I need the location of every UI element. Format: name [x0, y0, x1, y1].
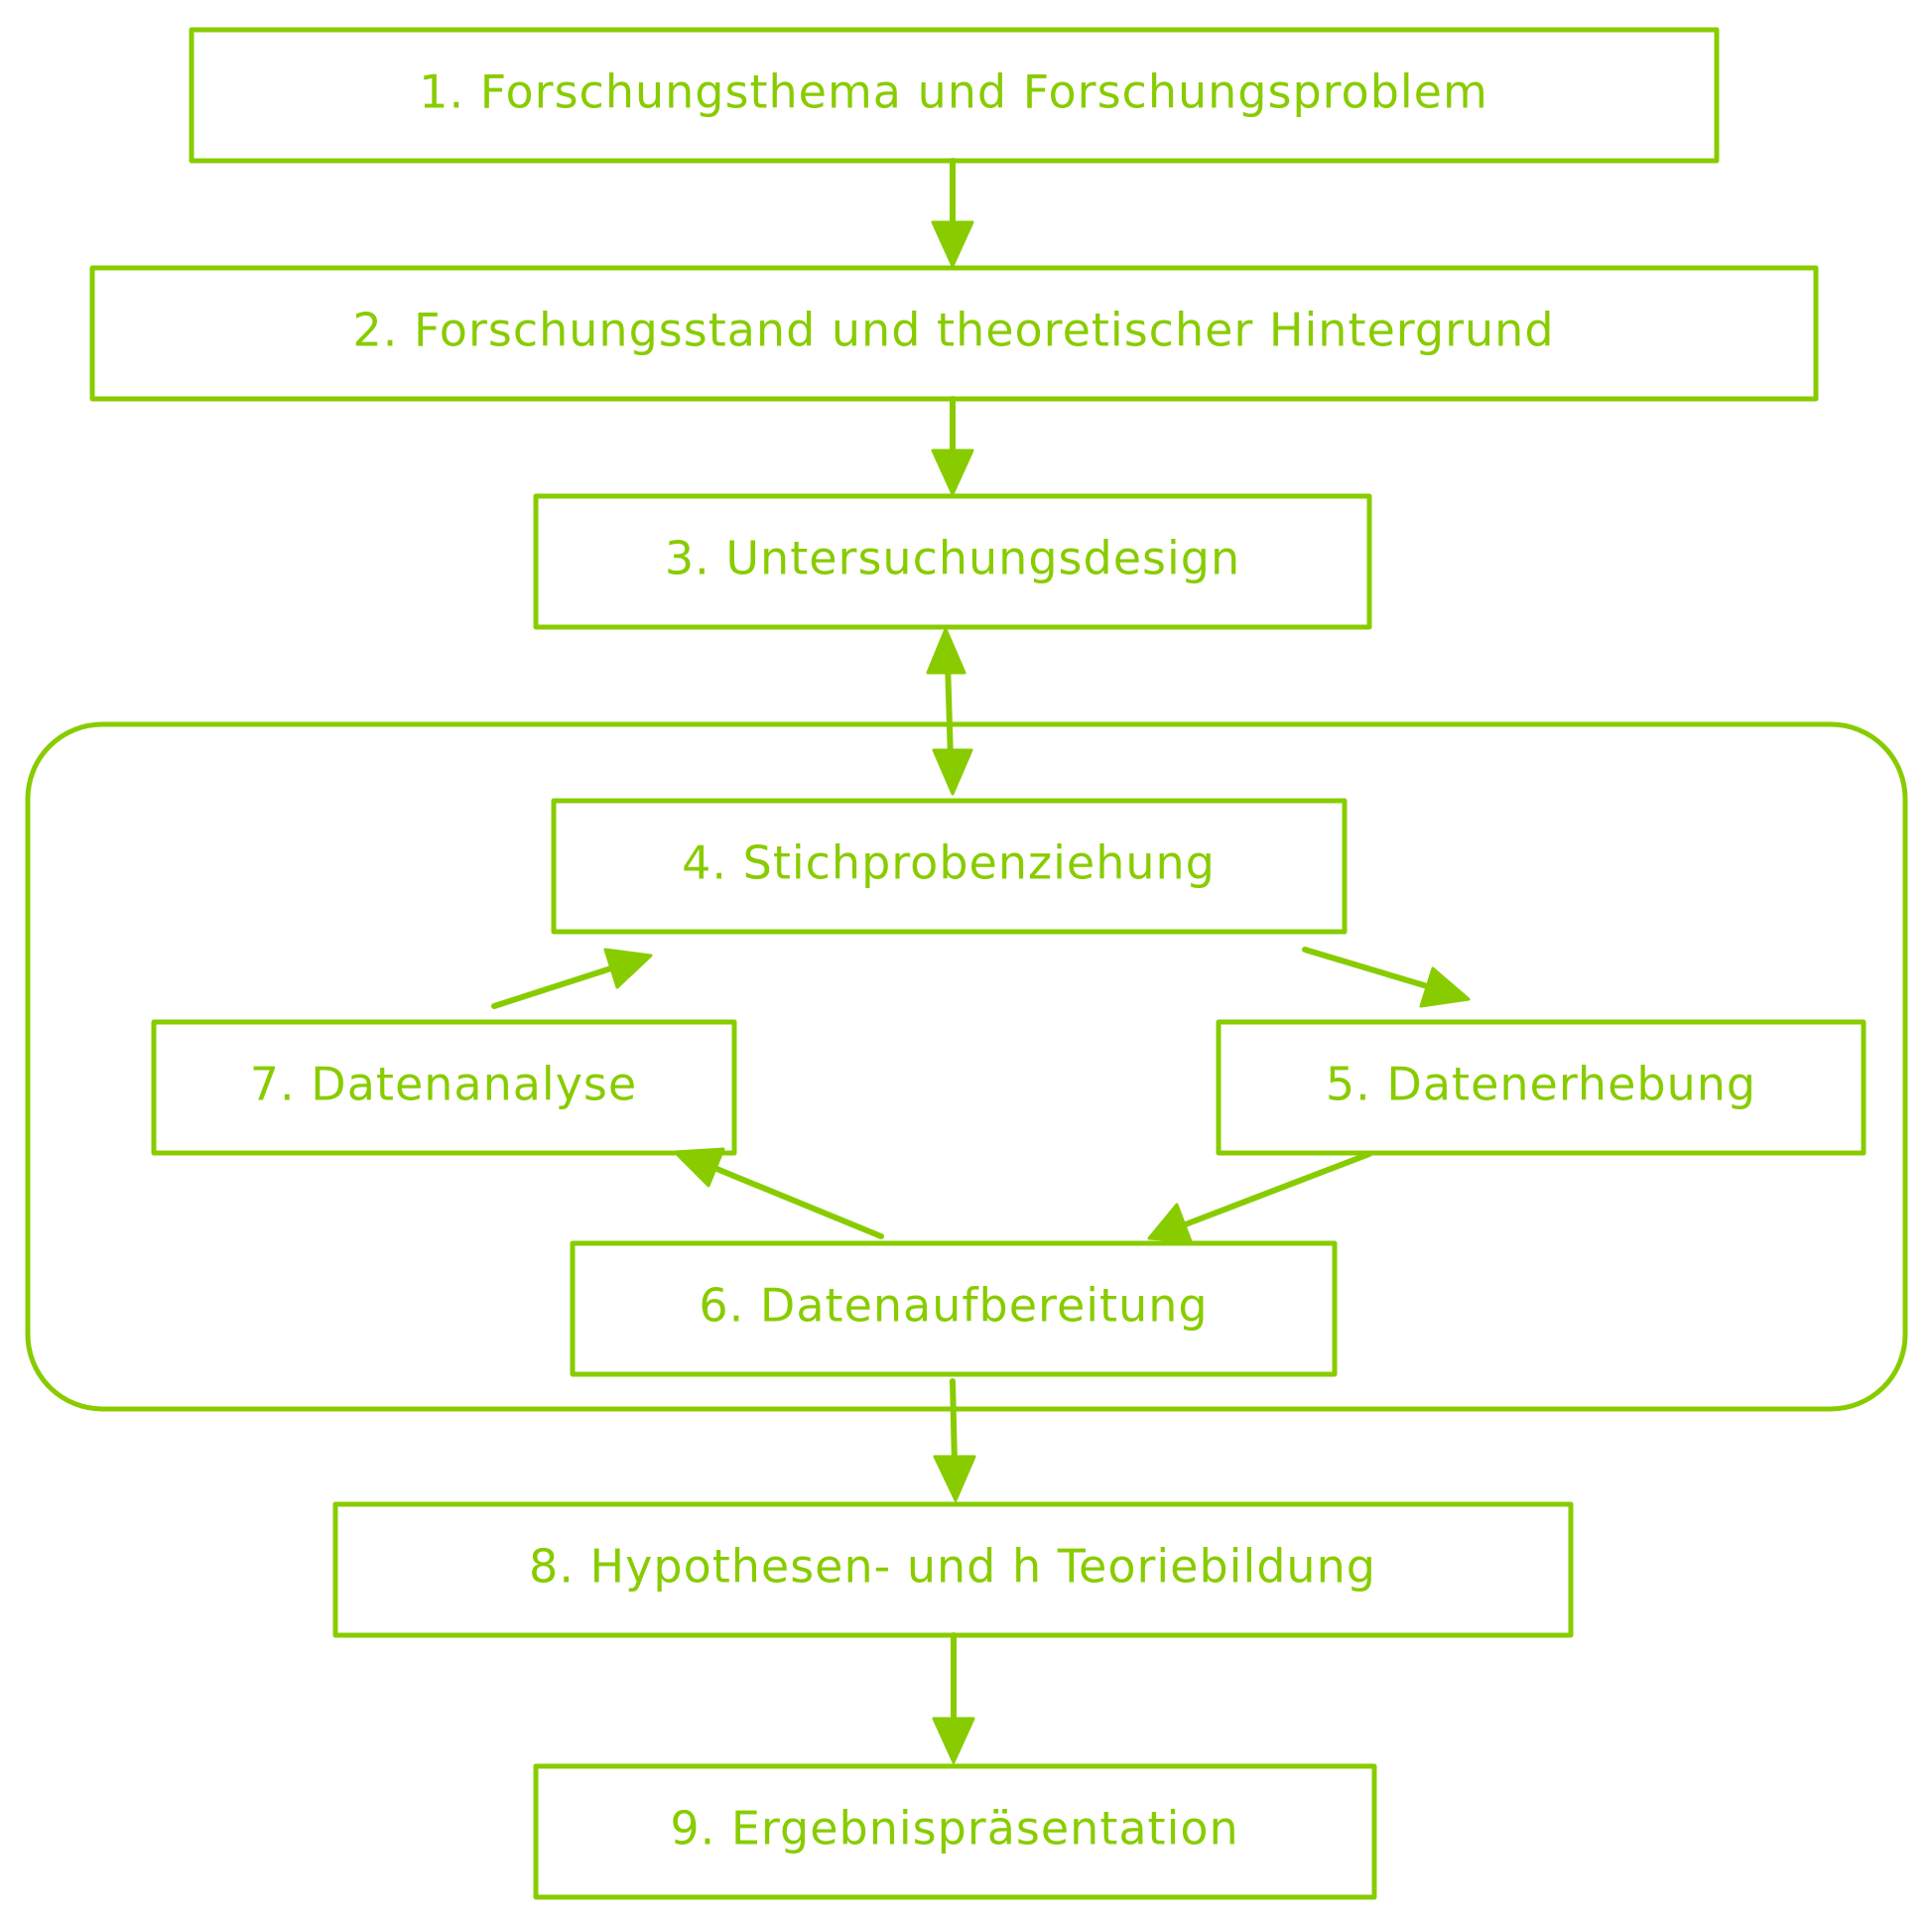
step-box-3-frame: [533, 493, 1372, 630]
arrow-6-to-7: [673, 1147, 884, 1239]
step-box-7-frame: [151, 1019, 737, 1156]
step-label-9: 9. Ergebnispräsentation: [670, 1802, 1238, 1856]
step-box-4: 4. Stichprobenziehung: [551, 798, 1348, 935]
step-box-9-frame: [533, 1763, 1377, 1900]
step-label-5: 5. Datenerhebung: [1326, 1058, 1756, 1111]
step-box-9: 9. Ergebnispräsentation: [533, 1763, 1377, 1900]
step-box-4-frame: [551, 798, 1348, 935]
step-box-5: 5. Datenerhebung: [1216, 1019, 1867, 1156]
step-box-3: 3. Untersuchungsdesign: [533, 493, 1372, 630]
step-box-7: 7. Datenanalyse: [151, 1019, 737, 1156]
arrow-3-to-4-bidirectional: [926, 627, 973, 796]
step-label-4: 4. Stichprobenziehung: [682, 836, 1216, 890]
cycle-group-frame: [25, 721, 1908, 1412]
step-box-2: 2. Forschungsstand und theoretischer Hin…: [89, 265, 1819, 402]
arrow-5-to-6: [1147, 1151, 1372, 1243]
step-box-8: 8. Hypothesen- und h Teoriebildung: [332, 1501, 1574, 1638]
step-label-2: 2. Forschungsstand und theoretischer Hin…: [352, 304, 1554, 357]
step-label-8: 8. Hypothesen- und h Teoriebildung: [529, 1540, 1376, 1594]
arrow-7-to-4: [491, 948, 653, 1009]
step-box-1: 1. Forschungsthema und Forschungsproblem: [189, 27, 1720, 164]
arrow-1-to-2: [931, 158, 974, 268]
arrow-4-to-5: [1302, 947, 1471, 1008]
step-label-6: 6. Datenaufbereitung: [699, 1279, 1208, 1333]
arrow-6-to-8: [933, 1378, 976, 1502]
step-label-1: 1. Forschungsthema und Forschungsproblem: [419, 65, 1488, 119]
step-label-3: 3. Untersuchungsdesign: [665, 532, 1240, 585]
step-box-5-frame: [1216, 1019, 1867, 1156]
arrow-8-to-9: [932, 1632, 975, 1764]
arrow-2-to-3: [931, 396, 974, 496]
step-box-6-frame: [570, 1240, 1338, 1377]
step-box-6: 6. Datenaufbereitung: [570, 1240, 1338, 1377]
step-label-7: 7. Datenanalyse: [250, 1058, 637, 1111]
